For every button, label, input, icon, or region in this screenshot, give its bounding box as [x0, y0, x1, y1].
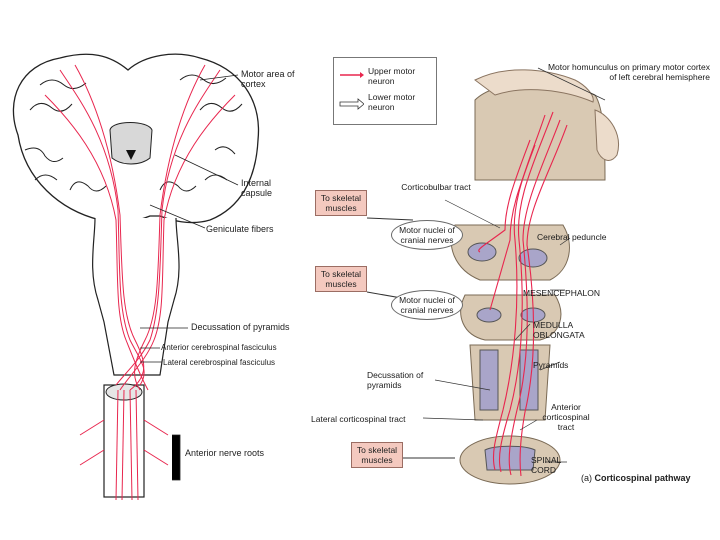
- label-spinal-cord: SPINAL CORD: [531, 455, 561, 475]
- gyri-lines: [24, 74, 243, 192]
- homunculus-face: [594, 109, 619, 161]
- legend-upper-motor-neuron: Upper motor neuron: [368, 66, 416, 86]
- left-leader-lines: [140, 74, 239, 481]
- label-anterior-corticospinal-tract: Anterior corticospinal tract: [542, 402, 590, 432]
- label-anterior-nerve-roots: Anterior nerve roots: [185, 448, 265, 458]
- right-pathway-diagram: Upper motor neuron Lower motor neuron Mo…: [305, 40, 715, 500]
- caption-part: (a): [581, 473, 592, 483]
- left-brain-drawing: [12, 53, 260, 501]
- caption-title: Corticospinal pathway: [594, 473, 691, 483]
- midbrain-nucleus-a: [467, 242, 497, 262]
- legend-lower-motor-neuron: Lower motor neuron: [368, 92, 416, 112]
- right-pathway-drawing: [366, 67, 619, 485]
- label-pyramids: Pyramids: [533, 360, 569, 370]
- label-internal-capsule: Internal capsule: [241, 178, 273, 198]
- label-anterior-fasciculus: Anterior cerebrospinal fasciculus: [161, 343, 277, 352]
- label-lateral-corticospinal-tract: Lateral corticospinal tract: [311, 414, 406, 424]
- thalamus-shape: [109, 122, 153, 165]
- left-brain-diagram: Motor area of cortex Internal capsule Ge…: [0, 40, 310, 510]
- label-geniculate-fibers: Geniculate fibers: [206, 224, 274, 234]
- label-lateral-fasciculus: Lateral cerebrospinal fasciculus: [163, 358, 276, 367]
- label-cerebral-peduncle: Cerebral peduncle: [537, 232, 607, 242]
- label-decussation-left: Decussation of pyramids: [191, 322, 290, 332]
- box-to-skeletal-muscles-3: To skeletal muscles: [351, 442, 403, 468]
- oval-motor-nuclei-2: Motor nuclei of cranial nerves: [391, 290, 463, 320]
- oval-motor-nuclei-1: Motor nuclei of cranial nerves: [391, 220, 463, 250]
- label-homunculus: Motor homunculus on primary motor cortex…: [547, 62, 710, 82]
- brainstem-outline: [92, 217, 180, 376]
- label-corticobulbar-tract: Corticobulbar tract: [401, 182, 471, 192]
- left-tracts: [44, 64, 236, 501]
- label-motor-area: Motor area of cortex: [241, 69, 295, 89]
- midbrain-nucleus-b: [518, 248, 548, 268]
- label-decussation-right: Decussation of pyramids: [367, 370, 424, 390]
- label-medulla-oblongata: MEDULLA OBLONGATA: [533, 320, 585, 340]
- pyramid-left: [479, 349, 499, 411]
- box-to-skeletal-muscles-2: To skeletal muscles: [315, 266, 367, 292]
- third-ventricle: [126, 150, 136, 160]
- legend: Upper motor neuron Lower motor neuron: [333, 57, 437, 125]
- figure-caption: (a) Corticospinal pathway: [581, 473, 691, 483]
- medulla: [460, 294, 562, 341]
- medulla-nucleus-a: [476, 307, 502, 323]
- right-tracts: [478, 111, 568, 477]
- homunculus-arm: [474, 69, 594, 103]
- left-nerve-roots: [79, 419, 169, 466]
- legend-marks: [339, 72, 364, 110]
- box-to-skeletal-muscles-1: To skeletal muscles: [315, 190, 367, 216]
- label-mesencephalon: MESENCEPHALON: [523, 288, 600, 298]
- right-leader-lines: [422, 67, 606, 463]
